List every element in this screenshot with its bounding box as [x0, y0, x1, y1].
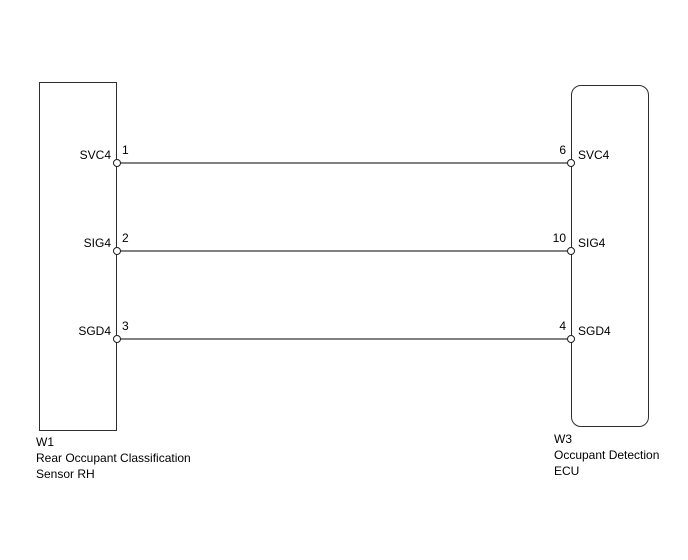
pin-number-w3-10: 10	[552, 231, 566, 245]
connector-w1-caption: W1 Rear Occupant Classification Sensor R…	[36, 434, 191, 482]
pin-number-w3-4: 4	[559, 319, 566, 333]
connector-w3-outline	[571, 85, 649, 427]
pin-number-w1-2: 2	[122, 231, 129, 245]
wire-sgd4	[117, 338, 571, 340]
connector-w1-outline	[39, 82, 117, 431]
pin-marker-w3-6	[567, 159, 575, 167]
pin-number-w1-1: 1	[122, 143, 129, 157]
pin-marker-w1-2	[113, 247, 121, 255]
connector-w3-name-line2: ECU	[554, 464, 580, 478]
pin-number-w1-3: 3	[122, 319, 129, 333]
pin-label-w1-svc4: SVC4	[79, 148, 111, 162]
connector-w3-caption: W3 Occupant Detection ECU	[554, 431, 659, 479]
pin-label-w3-sig4: SIG4	[578, 236, 606, 250]
pin-label-w1-sgd4: SGD4	[78, 324, 111, 338]
pin-marker-w1-1	[113, 159, 121, 167]
connector-w1-code: W1	[36, 435, 54, 449]
pin-label-w3-sgd4: SGD4	[578, 324, 611, 338]
pin-marker-w1-3	[113, 335, 121, 343]
pin-marker-w3-10	[567, 247, 575, 255]
connector-w3-code: W3	[554, 432, 572, 446]
pin-label-w3-svc4: SVC4	[578, 148, 610, 162]
wire-svc4	[117, 162, 571, 164]
wire-sig4	[117, 250, 571, 252]
connector-w3-name-line1: Occupant Detection	[554, 448, 660, 462]
pin-number-w3-6: 6	[559, 143, 566, 157]
pin-marker-w3-4	[567, 335, 575, 343]
pin-label-w1-sig4: SIG4	[83, 236, 111, 250]
connector-w1-name-line1: Rear Occupant Classification	[36, 451, 191, 465]
connector-w1-name-line2: Sensor RH	[36, 467, 95, 481]
